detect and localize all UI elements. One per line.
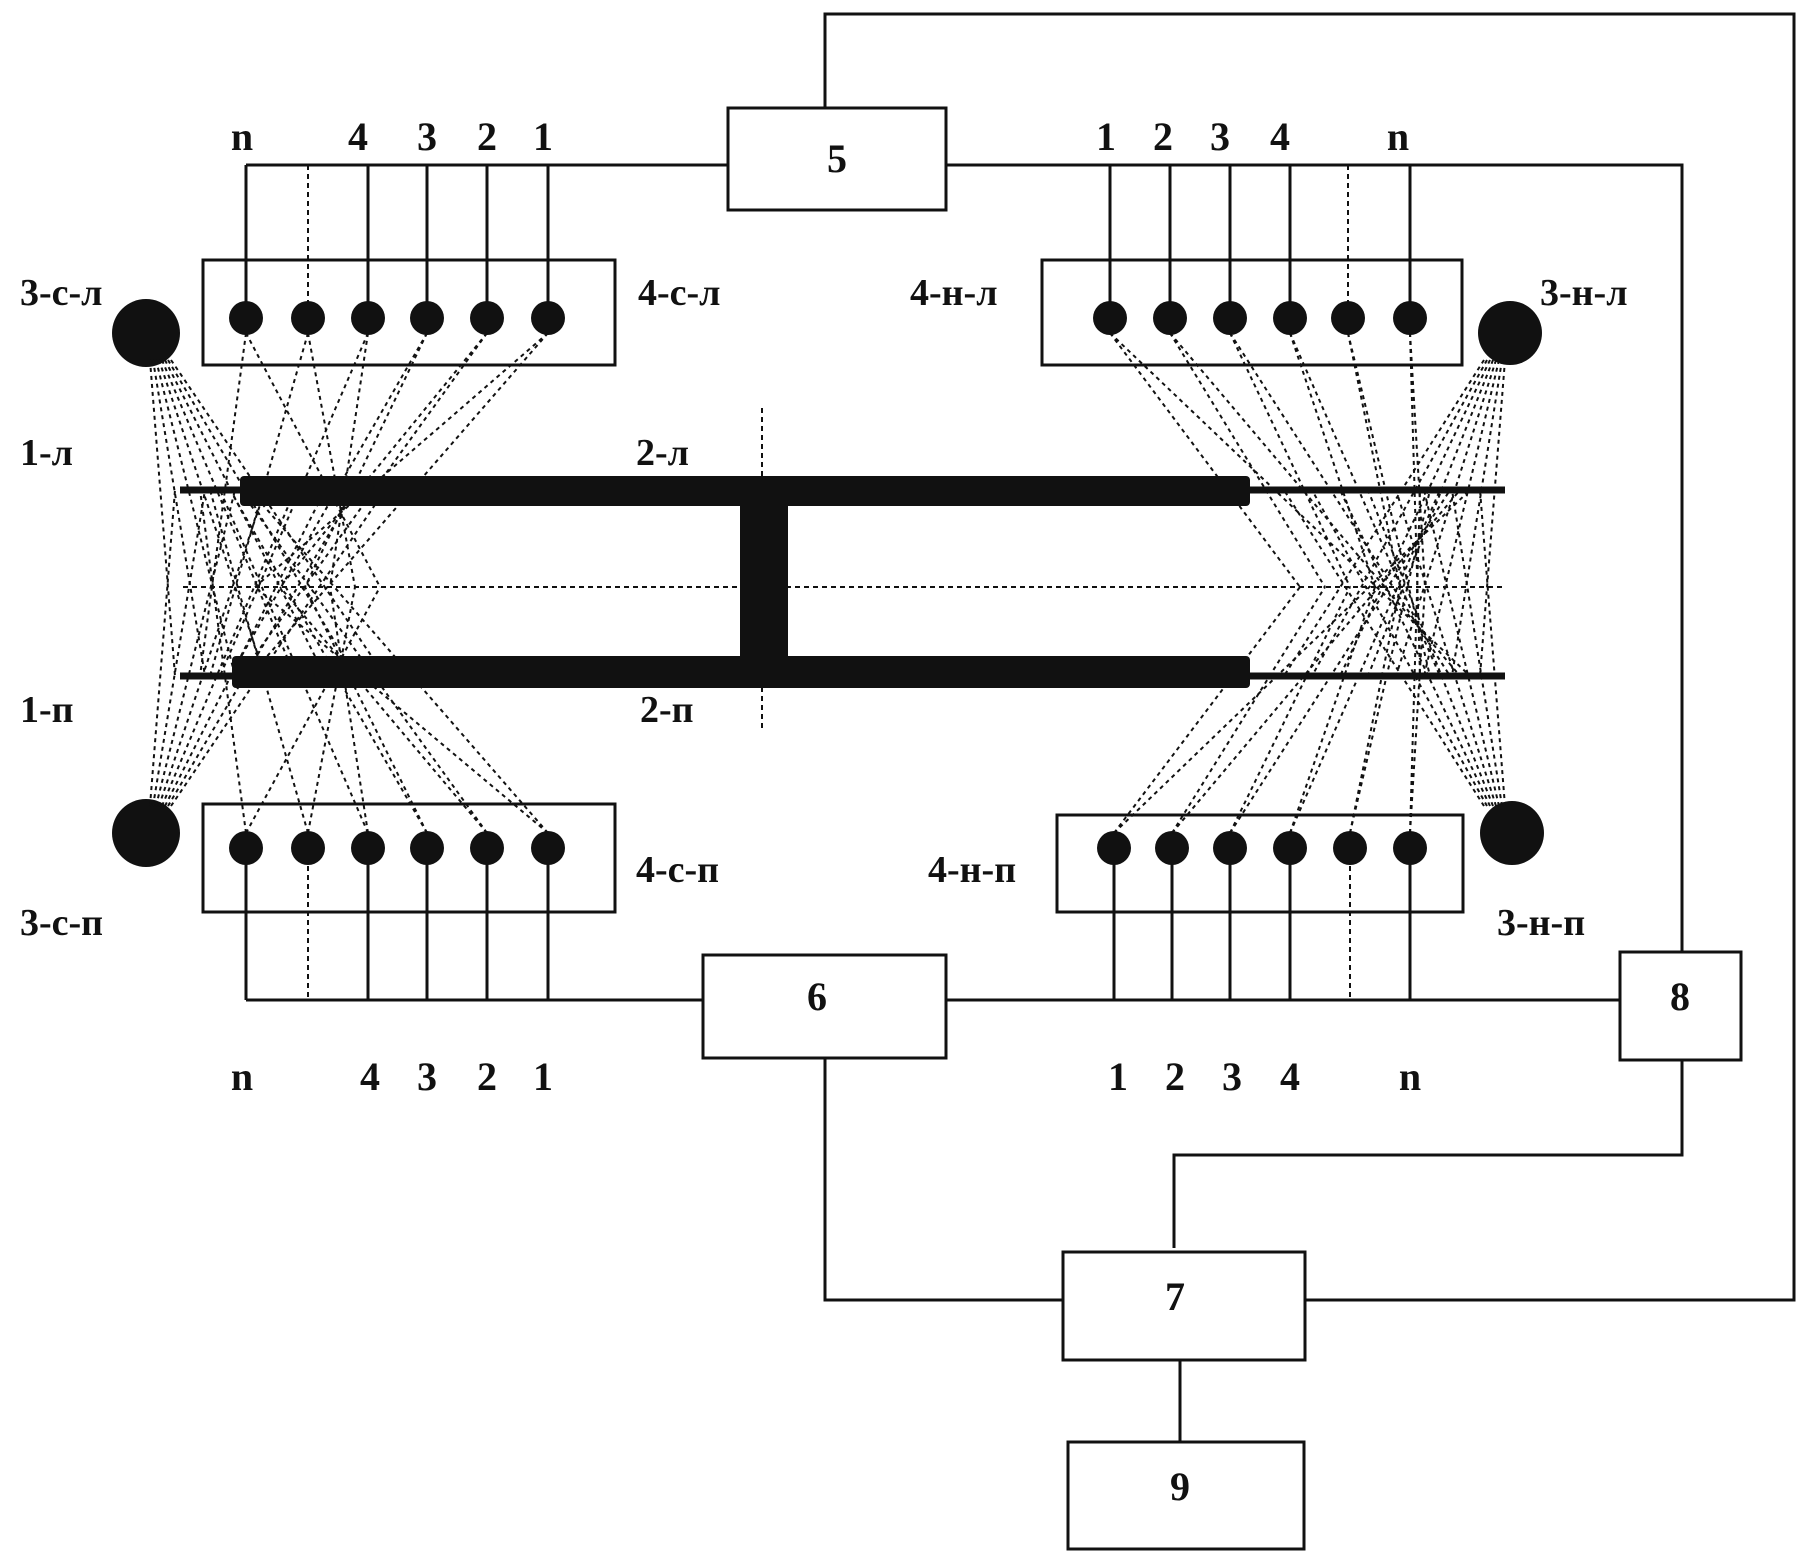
channel-number-ul-1: n	[231, 114, 253, 159]
label-recv-upper-right: 4-н-л	[910, 272, 998, 314]
detector-ur-2	[1153, 301, 1187, 335]
wire-8-to-7	[1174, 1058, 1682, 1248]
detector-ur-6	[1393, 301, 1427, 335]
detector-ul-4	[410, 301, 444, 335]
svg-text:5: 5	[827, 136, 847, 181]
channel-numbers-upper-right: 1234 n	[1096, 114, 1409, 159]
channel-number-ur-2: 2	[1153, 114, 1173, 159]
detector-ll-3	[351, 831, 385, 865]
label-src-lower-right: 3-н-п	[1497, 902, 1585, 944]
channel-number-ul-5: 1	[533, 114, 553, 159]
label-src-upper-right: 3-н-л	[1540, 272, 1628, 314]
channel-number-ll-4: 2	[477, 1054, 497, 1099]
channel-number-lr-2: 2	[1165, 1054, 1185, 1099]
channel-number-lr-1: 1	[1108, 1054, 1128, 1099]
block-7: 7	[1063, 1252, 1305, 1360]
channel-number-ul-2: 4	[348, 114, 368, 159]
rail-structure	[180, 408, 1505, 730]
channel-number-ur-4: 4	[1270, 114, 1290, 159]
detector-ur-1	[1093, 301, 1127, 335]
svg-text:8: 8	[1670, 974, 1690, 1019]
label-rail-2-left: 2-л	[636, 432, 689, 474]
cross-member	[740, 490, 788, 676]
channel-number-ll-5: 1	[533, 1054, 553, 1099]
detector-lr-5	[1333, 831, 1367, 865]
label-src-upper-left: 3-с-л	[20, 272, 103, 314]
source-upper-left	[112, 299, 180, 367]
detector-lr-2	[1155, 831, 1189, 865]
detector-ll-6	[531, 831, 565, 865]
svg-text:6: 6	[807, 974, 827, 1019]
optical-rays	[150, 333, 1505, 833]
source-upper-right	[1478, 301, 1542, 365]
channel-numbers-lower-left: n 4321	[231, 1054, 553, 1099]
detector-ll-2	[291, 831, 325, 865]
wiring	[246, 14, 1794, 1442]
detector-lr-4	[1273, 831, 1307, 865]
source-lower-right	[1480, 801, 1544, 865]
channel-number-lr-3: 3	[1222, 1054, 1242, 1099]
label-rail-1-right: 1-п	[20, 689, 74, 731]
channel-number-ur-3: 3	[1210, 114, 1230, 159]
source-lower-left	[112, 799, 180, 867]
channel-number-ll-2: 4	[360, 1054, 380, 1099]
label-recv-upper-left: 4-с-л	[638, 272, 721, 314]
label-rail-2-right: 2-п	[640, 689, 694, 731]
channel-numbers-lower-right: 1234 n	[1108, 1054, 1421, 1099]
channel-number-ul-3: 3	[417, 114, 437, 159]
block-6: 6	[703, 955, 946, 1058]
channel-number-lr-5: n	[1399, 1054, 1421, 1099]
wire-6-to-7	[825, 1058, 1063, 1300]
detector-lr-1	[1097, 831, 1131, 865]
block-8: 8	[1620, 952, 1741, 1060]
detector-ll-5	[470, 831, 504, 865]
channel-number-ur-5: n	[1387, 114, 1409, 159]
channel-numbers-upper-left: n 4 321	[231, 114, 553, 159]
detector-ul-6	[531, 301, 565, 335]
channel-number-ll-1: n	[231, 1054, 253, 1099]
detector-ll-1	[229, 831, 263, 865]
detector-ur-5	[1331, 301, 1365, 335]
detector-lr-3	[1213, 831, 1247, 865]
detector-ul-2	[291, 301, 325, 335]
label-recv-lower-right: 4-н-п	[928, 849, 1016, 891]
detector-ur-3	[1213, 301, 1247, 335]
detector-lr-6	[1393, 831, 1427, 865]
detector-ur-4	[1273, 301, 1307, 335]
channel-number-ul-4: 2	[477, 114, 497, 159]
svg-text:7: 7	[1165, 1274, 1185, 1319]
detector-ul-1	[229, 301, 263, 335]
svg-text:9: 9	[1170, 1464, 1190, 1509]
label-rail-1-left: 1-л	[20, 432, 73, 474]
channel-number-lr-4: 4	[1280, 1054, 1300, 1099]
block-5: 5	[728, 108, 946, 210]
channel-number-ur-1: 1	[1096, 114, 1116, 159]
detector-ul-3	[351, 301, 385, 335]
detector-ll-4	[410, 831, 444, 865]
block-9: 9	[1068, 1442, 1304, 1549]
label-recv-lower-left: 4-с-п	[636, 849, 719, 891]
channel-number-ll-3: 3	[417, 1054, 437, 1099]
detector-ul-5	[470, 301, 504, 335]
label-src-lower-left: 3-с-п	[20, 902, 103, 944]
